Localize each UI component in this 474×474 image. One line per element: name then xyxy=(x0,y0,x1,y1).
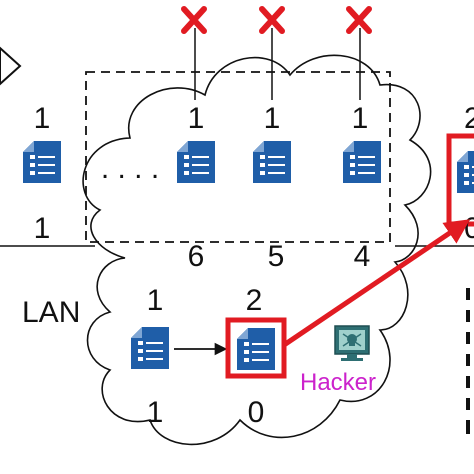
cross-icon xyxy=(346,6,372,100)
document-icon xyxy=(23,141,61,183)
node-bottom-label: 0 xyxy=(464,212,474,245)
node-top-label: 2 xyxy=(246,284,263,317)
node-bottom-label: 1 xyxy=(147,396,164,429)
lan-label: LAN xyxy=(22,296,80,329)
document-icon xyxy=(131,327,169,369)
node-bottom-label: 0 xyxy=(248,396,265,429)
blocked-group-box xyxy=(85,71,391,243)
cross-icon xyxy=(181,6,207,100)
compromised-node: 2 0 xyxy=(225,284,287,429)
document-icon xyxy=(457,151,474,193)
node-top-label: 1 xyxy=(352,102,369,135)
document-icon xyxy=(253,141,291,183)
ellipsis: . . . . xyxy=(101,152,159,185)
node-top-label: 2 xyxy=(464,102,474,135)
document-icon xyxy=(343,141,381,183)
play-triangle-icon xyxy=(0,46,22,86)
cross-icon xyxy=(259,6,285,100)
node-top-label: 1 xyxy=(147,284,164,317)
node-bottom-label: 5 xyxy=(268,240,285,273)
document-icon xyxy=(237,328,275,370)
node-bottom-label: 4 xyxy=(354,240,371,273)
attack-arrow xyxy=(282,219,471,348)
hacker-label: Hacker xyxy=(300,369,376,396)
node-bottom-label: 1 xyxy=(34,212,51,245)
document-node: 1 1 xyxy=(131,284,169,429)
node-top-label: 1 xyxy=(188,102,205,135)
hacker: Hacker xyxy=(300,325,376,396)
document-node: 1 4 xyxy=(343,102,381,273)
network-cloud xyxy=(82,54,432,446)
hacker-monitor-icon xyxy=(334,325,370,361)
document-node: 1 5 xyxy=(253,102,291,273)
right-edge-marks xyxy=(466,288,470,434)
document-node: 1 6 xyxy=(177,102,215,273)
node-bottom-label: 6 xyxy=(188,240,205,273)
document-icon xyxy=(177,141,215,183)
node-top-label: 1 xyxy=(34,102,51,135)
node-top-label: 1 xyxy=(264,102,281,135)
document-node: 1 1 xyxy=(23,102,61,245)
